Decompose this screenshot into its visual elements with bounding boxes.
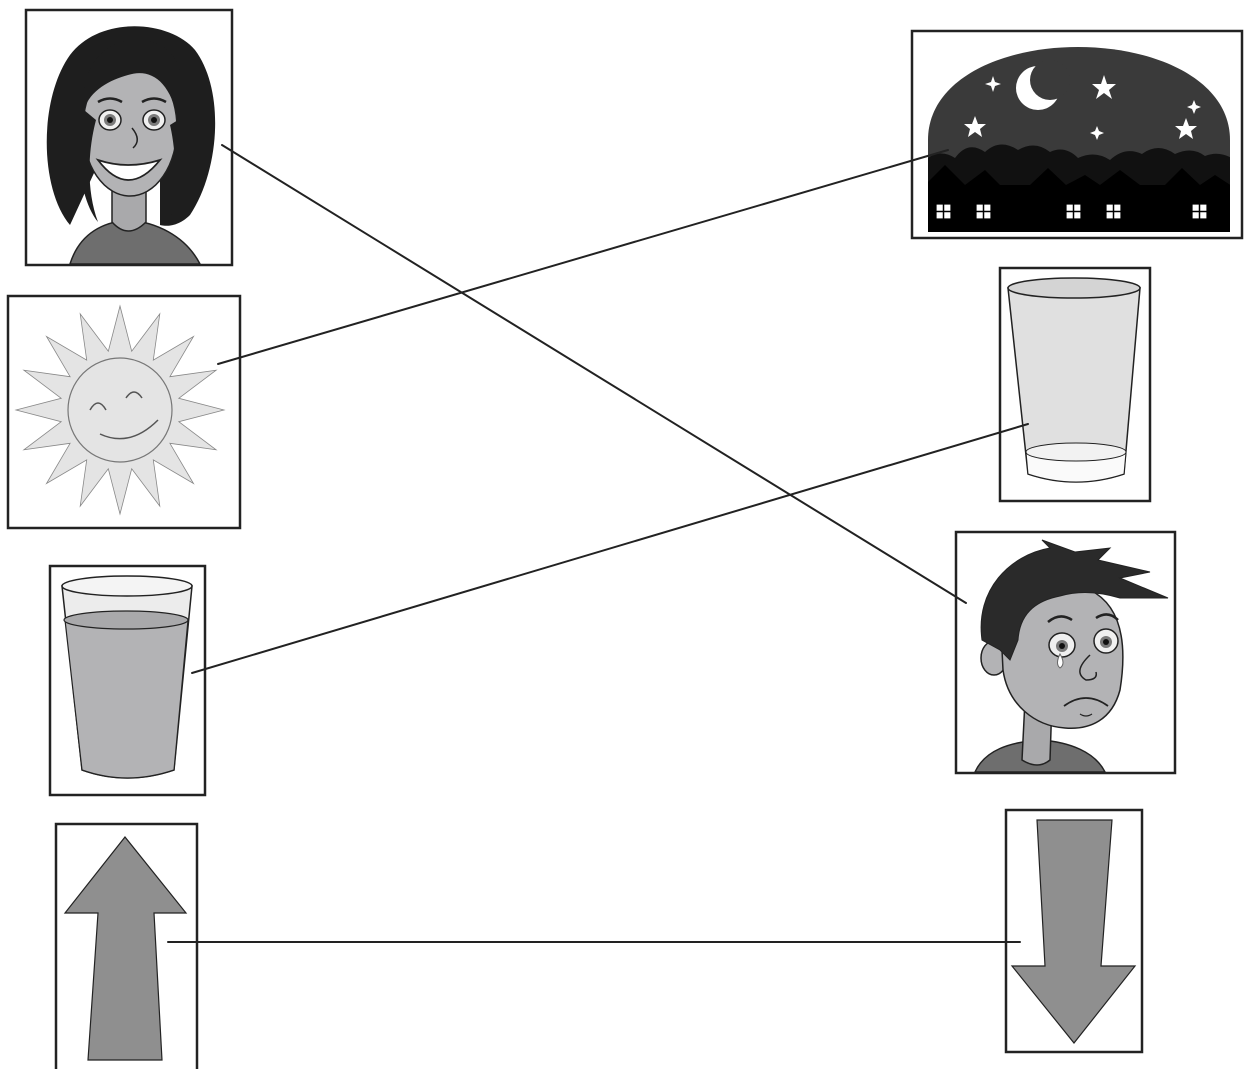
card-smiling-sun[interactable] — [6, 294, 242, 530]
sad-boy-icon — [974, 539, 1169, 772]
arrow-up-icon — [63, 836, 188, 1061]
card-crying-boy[interactable] — [954, 530, 1177, 775]
night-sky-icon — [928, 47, 1230, 232]
card-night-sky[interactable] — [910, 29, 1244, 240]
match-line-full-to-empty-glass — [191, 423, 1029, 674]
arrow-down-icon — [1010, 819, 1137, 1044]
card-smiling-woman[interactable] — [24, 8, 234, 267]
card-up-arrow[interactable] — [54, 822, 199, 1069]
match-line-sun-to-night — [217, 149, 949, 365]
card-down-arrow[interactable] — [1004, 808, 1144, 1054]
full-glass-icon — [61, 575, 193, 779]
card-empty-glass[interactable] — [998, 266, 1152, 503]
card-full-glass[interactable] — [48, 564, 207, 797]
sun-icon — [14, 304, 226, 516]
happy-woman-icon — [46, 26, 216, 264]
match-line-woman-to-boy — [221, 144, 967, 604]
match-lines — [167, 144, 1029, 943]
empty-glass-icon — [1007, 277, 1141, 483]
